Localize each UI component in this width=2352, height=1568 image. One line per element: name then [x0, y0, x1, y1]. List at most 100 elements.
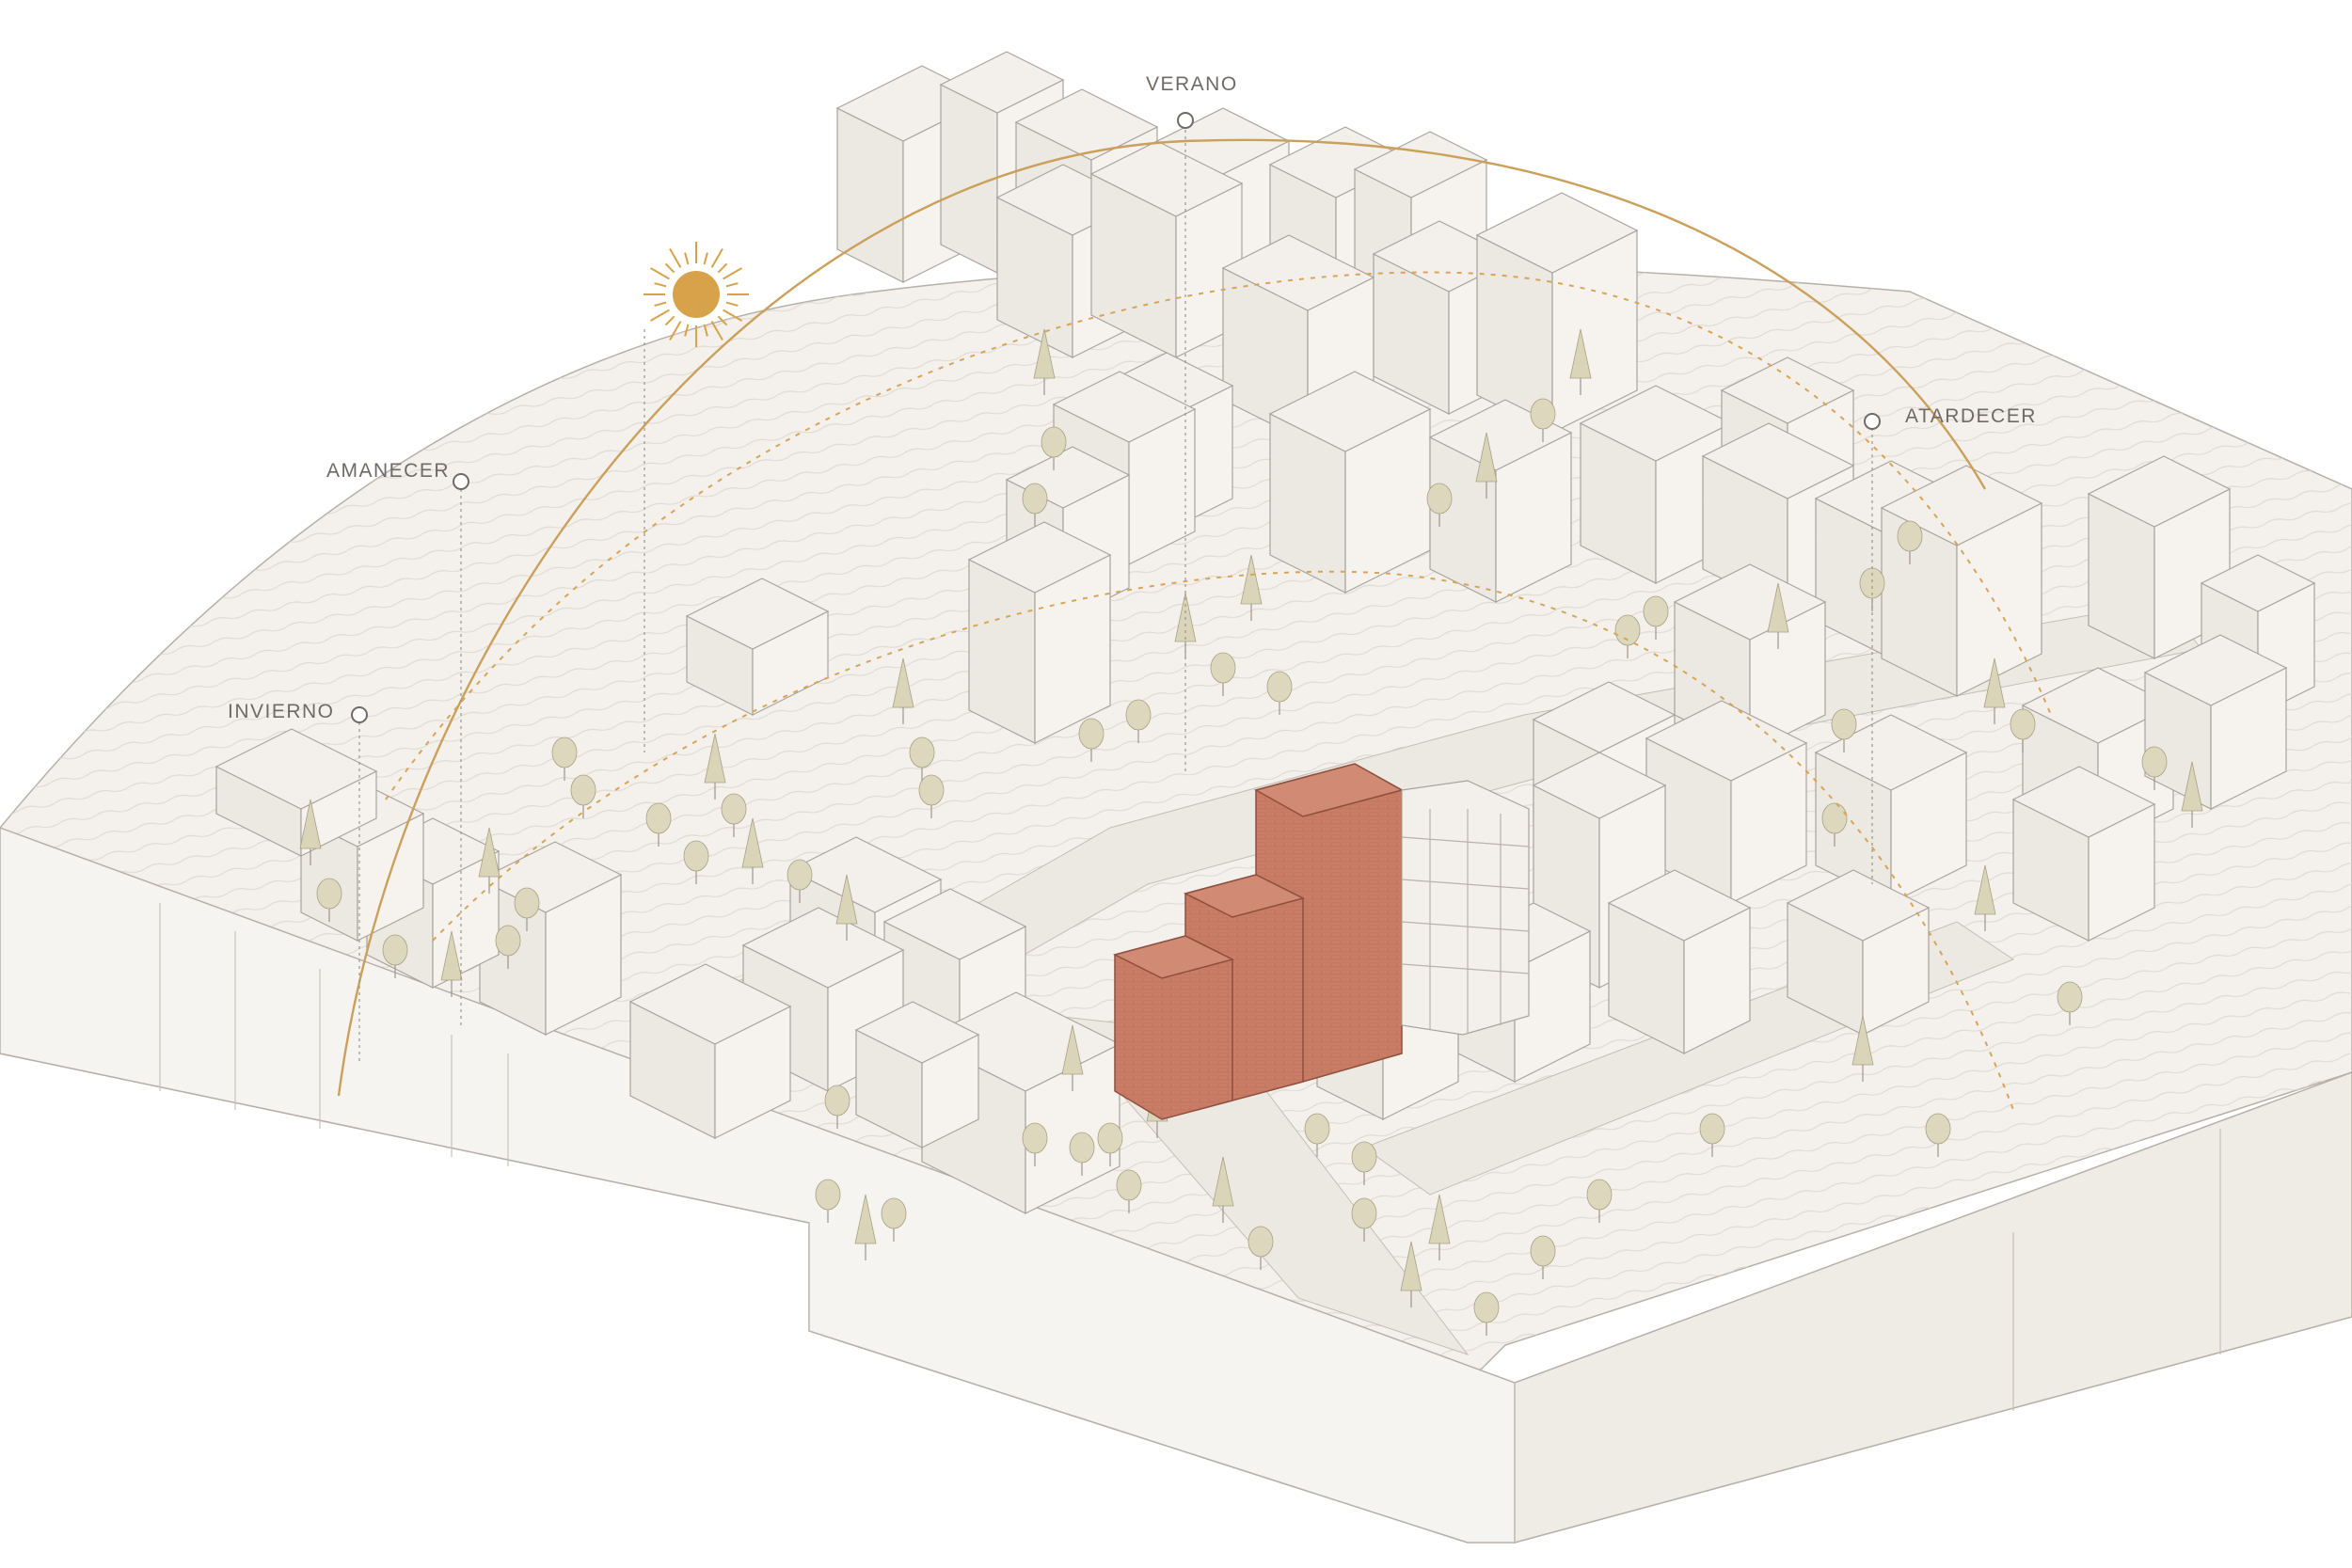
- tree: [2141, 746, 2168, 790]
- building-block: [685, 578, 830, 716]
- building-block: [2200, 554, 2316, 716]
- tree: [1530, 1235, 1556, 1279]
- tree: [316, 878, 342, 922]
- tree: [1041, 426, 1067, 470]
- tree: [881, 1197, 907, 1242]
- label-verano: VERANO: [1146, 73, 1238, 95]
- tree: [645, 802, 672, 847]
- tree: [1097, 1122, 1123, 1166]
- tree: [721, 793, 747, 837]
- tree: [1304, 1113, 1330, 1157]
- tree: [1530, 398, 1556, 442]
- tree: [1974, 864, 1996, 931]
- building-block: [215, 728, 378, 857]
- tree: [1266, 671, 1293, 715]
- target-building: [1112, 763, 1404, 1120]
- building-block: [2011, 766, 2156, 942]
- building-block: [1268, 371, 1432, 594]
- sun-marker-icon: [1864, 413, 1881, 430]
- tree: [1475, 432, 1498, 499]
- tree: [1831, 708, 1857, 752]
- building-block: [2143, 634, 2288, 810]
- tree: [1586, 1179, 1613, 1223]
- building-block: [1475, 192, 1639, 434]
- label-leaders: [358, 130, 1873, 1063]
- tree: [1983, 657, 2006, 724]
- tree: [440, 930, 463, 997]
- winter-sun-path: [432, 570, 2014, 1111]
- sun-paths: [337, 138, 2052, 1111]
- label-invierno: INVIERNO: [228, 701, 335, 722]
- equinox-sun-path: [385, 271, 2052, 800]
- tree: [1022, 1122, 1048, 1166]
- tree: [909, 736, 935, 781]
- tree: [815, 1179, 841, 1223]
- tree: [2181, 761, 2203, 828]
- tree: [683, 840, 709, 884]
- building-block: [1880, 465, 2043, 697]
- building-block: [1607, 869, 1752, 1054]
- building-block: [967, 521, 1112, 744]
- sun-marker-icon: [1177, 112, 1194, 129]
- tree: [1699, 1113, 1725, 1157]
- section-joints: [159, 903, 2221, 1543]
- tree: [1116, 1169, 1142, 1213]
- tree: [1426, 483, 1453, 527]
- tree: [1125, 699, 1152, 743]
- buildings: [215, 51, 2316, 1214]
- tree: [1240, 554, 1263, 621]
- tree: [1614, 614, 1641, 658]
- tree: [299, 799, 322, 865]
- tree: [1569, 328, 1592, 395]
- tree: [1925, 1113, 1951, 1157]
- tree: [478, 827, 501, 894]
- trees: [299, 328, 2203, 1336]
- tree: [1033, 328, 1056, 395]
- tree: [1851, 1015, 1874, 1082]
- terraced-building: [1401, 780, 1530, 1036]
- label-atardecer: ATARDECER: [1905, 405, 2037, 427]
- tree: [835, 874, 858, 941]
- tree: [1069, 1132, 1095, 1176]
- tree: [1821, 802, 1848, 847]
- tree: [1767, 582, 1789, 649]
- tree: [514, 887, 540, 931]
- building-block: [1786, 869, 1931, 1036]
- building-block: [1645, 700, 1808, 904]
- tree: [824, 1085, 850, 1129]
- building-block: [1089, 140, 1244, 358]
- tree: [1078, 718, 1104, 762]
- sun-icon: [644, 242, 749, 347]
- tree: [495, 925, 521, 969]
- tree: [704, 733, 726, 800]
- label-amanecer: AMANECER: [326, 460, 451, 482]
- tree: [1897, 520, 1923, 564]
- tree: [1351, 1197, 1377, 1242]
- tree: [892, 657, 914, 724]
- tree: [854, 1194, 877, 1260]
- tree: [1022, 483, 1048, 527]
- tree: [2010, 708, 2036, 752]
- tree: [787, 859, 813, 903]
- tree: [1351, 1141, 1377, 1185]
- label-markers: [351, 112, 1881, 723]
- tree: [918, 774, 945, 818]
- tree: [1473, 1291, 1500, 1336]
- building-block: [854, 1001, 980, 1148]
- tree: [1643, 595, 1669, 640]
- tree: [1061, 1024, 1084, 1091]
- tree: [2057, 981, 2083, 1025]
- summer-sun-path: [337, 138, 1987, 1097]
- building-block: [628, 963, 792, 1139]
- tree: [741, 817, 764, 884]
- tree: [570, 774, 596, 818]
- tree: [382, 934, 408, 978]
- tree: [551, 736, 578, 781]
- tree: [1212, 1156, 1234, 1223]
- tree: [1428, 1194, 1451, 1260]
- tree: [1400, 1241, 1422, 1307]
- sun-marker-icon: [453, 473, 469, 490]
- tree: [1248, 1226, 1274, 1270]
